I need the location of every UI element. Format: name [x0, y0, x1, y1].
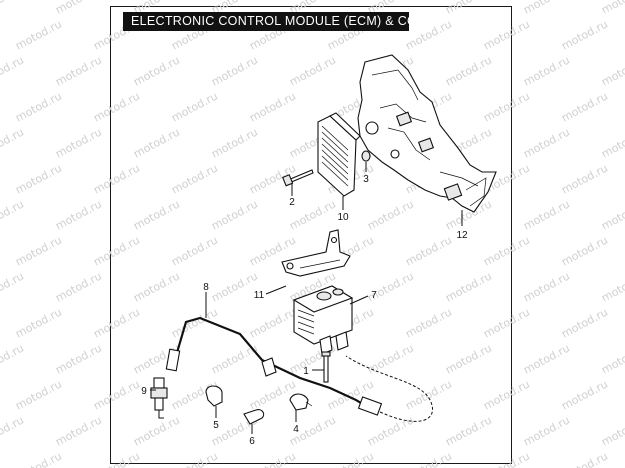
- clip-part-5: [205, 385, 223, 407]
- plug-wire-part-8: [165, 316, 433, 422]
- callout-10: 10: [337, 212, 349, 223]
- pin-part-1: [321, 351, 331, 383]
- callout-9: 9: [141, 386, 147, 397]
- coil-bracket-part-11: [281, 229, 351, 277]
- diagram-frame: [110, 6, 512, 464]
- callout-8: 8: [203, 282, 209, 293]
- callout-4: 4: [293, 424, 299, 435]
- page-title: ELECTRONIC CONTROL MODULE (ECM) & COIL: [123, 12, 428, 31]
- nut-part-3: [361, 150, 371, 162]
- ignition-coil-part-7: [292, 285, 354, 355]
- ecm-module-part-10: [317, 112, 361, 197]
- leader-lines: [150, 162, 463, 434]
- screw-part-2: [282, 169, 314, 187]
- callout-1: 1: [303, 366, 309, 377]
- callout-11: 11: [254, 290, 265, 301]
- housing-part-12: [357, 54, 497, 213]
- callout-3: 3: [363, 174, 369, 185]
- clip-part-4: [289, 393, 313, 411]
- callout-2: 2: [289, 197, 295, 208]
- callout-5: 5: [213, 420, 219, 431]
- spark-plug-part-9: [150, 377, 168, 419]
- callout-12: 12: [456, 230, 468, 241]
- callout-7: 7: [371, 290, 377, 301]
- callout-6: 6: [249, 436, 255, 447]
- clip-part-6: [243, 409, 265, 425]
